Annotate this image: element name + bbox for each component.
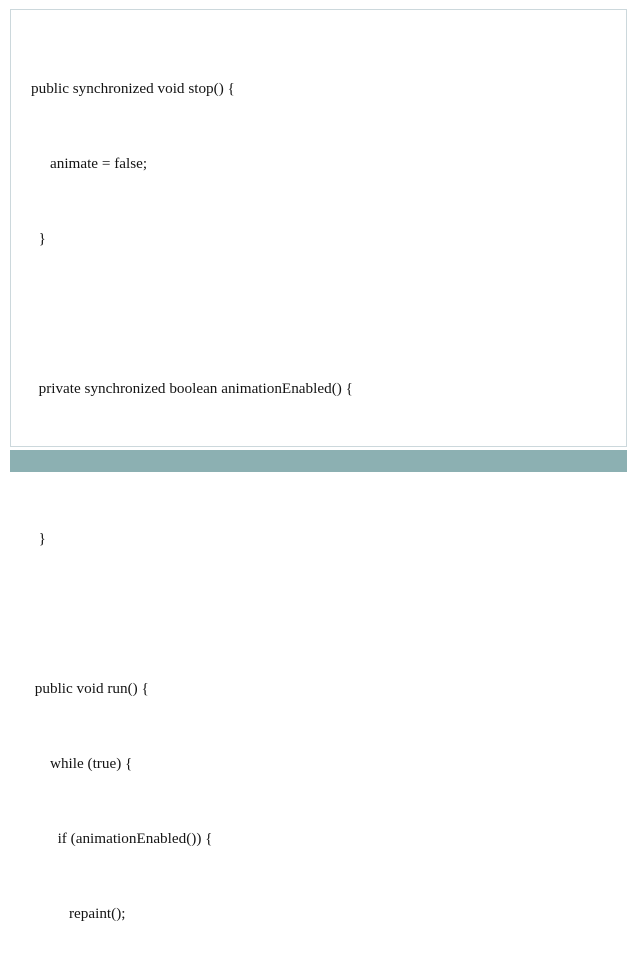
code-line: public void run() { xyxy=(31,680,149,697)
code-line-blank xyxy=(31,601,621,626)
content-frame: public synchronized void stop() { animat… xyxy=(10,9,627,922)
code-line: public synchronized void stop() { xyxy=(31,80,235,97)
code-line-blank xyxy=(31,301,621,326)
accent-bar xyxy=(10,450,627,472)
code-line: } xyxy=(31,530,46,547)
code-line: animate = false; xyxy=(31,155,148,172)
code-line: if (animationEnabled()) { xyxy=(31,830,213,847)
slide-canvas: public synchronized void stop() { animat… xyxy=(10,9,627,922)
code-line: repaint(); xyxy=(31,905,126,922)
code-line: private synchronized boolean animationEn… xyxy=(31,380,353,397)
code-line: } xyxy=(31,230,46,247)
code-line: while (true) { xyxy=(31,755,133,772)
code-block: public synchronized void stop() { animat… xyxy=(31,26,621,956)
